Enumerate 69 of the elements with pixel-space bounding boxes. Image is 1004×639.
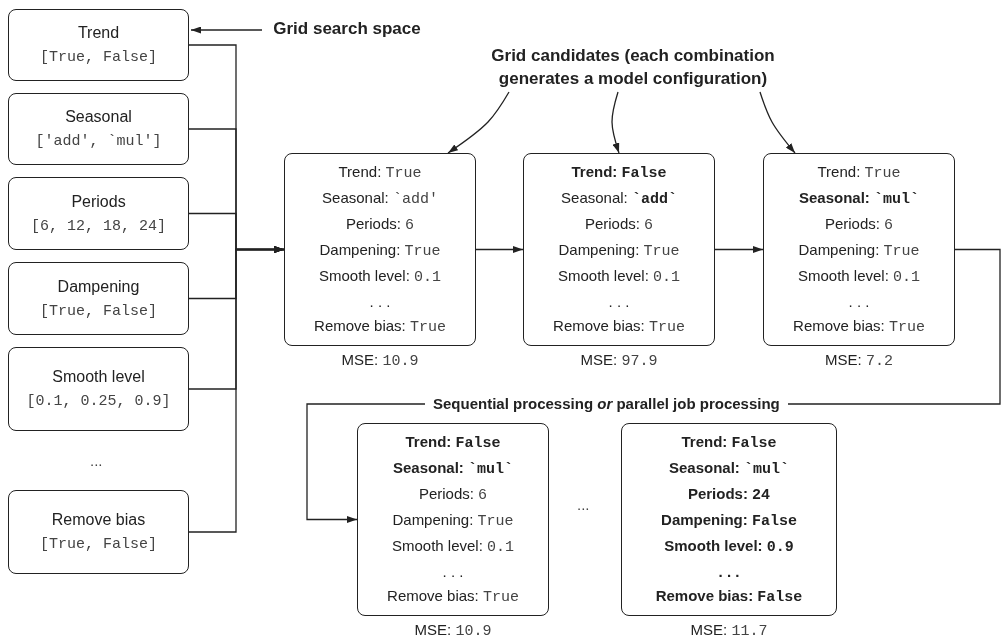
setting-line: Trend: False [571,161,667,184]
connector-arrow [714,246,764,253]
connector-arrow [190,26,263,34]
setting-line: . . . [369,291,391,312]
setting-line: Remove bias: True [553,315,685,338]
setting-line: Dampening: True [319,239,441,262]
parameter-name: Trend [77,23,120,43]
setting-line: Smooth level: 0.1 [557,265,681,288]
setting-line: Smooth level: 0.1 [391,535,515,558]
parameter-box [8,93,189,165]
parameter-name: Remove bias [51,510,146,530]
annotation-heading: Grid search space [262,17,432,43]
parameter-values: ['add', `mul'] [35,132,162,152]
connector-arrow [188,246,285,533]
setting-line: . . . [608,291,630,312]
connector-arrow [759,91,796,154]
setting-line: Remove bias: True [387,585,519,608]
setting-line: Trend: True [338,161,422,184]
setting-line: Seasonal: `add` [561,187,677,210]
setting-line: Smooth level: 0.9 [664,535,794,558]
setting-line: Periods: 6 [584,213,654,236]
setting-line: Periods: 24 [687,483,771,506]
parameter-box [8,177,189,250]
setting-line: . . . [718,561,740,582]
annotation-heading: Grid candidates (each combination generates a model configuration) [458,44,808,92]
parameter-values: [True, False] [40,48,157,68]
setting-line: Seasonal: `mul` [668,457,789,480]
setting-line: Seasonal: `mul` [798,187,919,210]
connector-arrow [611,91,620,154]
ellipsis-text: ... [90,452,103,469]
setting-line: Periods: 6 [345,213,415,236]
setting-line: Dampening: False [661,509,797,532]
setting-line: Remove bias: True [314,315,446,338]
setting-line: . . . [848,291,870,312]
parameter-values: [6, 12, 18, 24] [31,216,166,237]
parameter-name: Seasonal [65,107,132,127]
setting-line: Dampening: True [392,509,514,532]
parameter-values: [0.1, 0.25, 0.9] [26,392,171,412]
connector-arrow [475,246,524,253]
score-text: MSE: 10.9 [414,621,492,639]
ellipsis-text: ... [577,496,590,513]
setting-line: Periods: 6 [418,483,488,506]
parameter-name: Periods [71,191,126,212]
parameter-values: [True, False] [40,535,157,555]
setting-line: Trend: True [817,161,901,184]
setting-line: Dampening: True [798,239,920,262]
parameter-values: [True, False] [40,301,157,322]
setting-line: Remove bias: True [793,315,925,338]
setting-line: Trend: False [405,431,501,454]
setting-line: Seasonal: `mul` [392,457,513,480]
setting-line: Seasonal: `add' [322,187,438,210]
setting-line: Trend: False [681,431,777,454]
parameter-box [8,347,189,431]
setting-line: Remove bias: False [655,585,803,608]
setting-line: . . . [442,561,464,582]
parameter-box [8,9,189,81]
score-text: MSE: 10.9 [341,351,419,370]
parameter-name: Dampening [57,276,140,297]
setting-line: Smooth level: 0.1 [318,265,442,288]
connector-arrow [447,91,510,154]
setting-line: Smooth level: 0.1 [797,265,921,288]
setting-line: Dampening: True [558,239,680,262]
setting-line: Periods: 6 [824,213,894,236]
parameter-name: Smooth level [52,367,145,387]
score-text: MSE: 7.2 [825,351,893,370]
parameter-box [8,262,189,335]
score-text: MSE: 11.7 [690,621,768,639]
parameter-box [8,490,189,574]
score-text: MSE: 97.9 [580,351,658,370]
